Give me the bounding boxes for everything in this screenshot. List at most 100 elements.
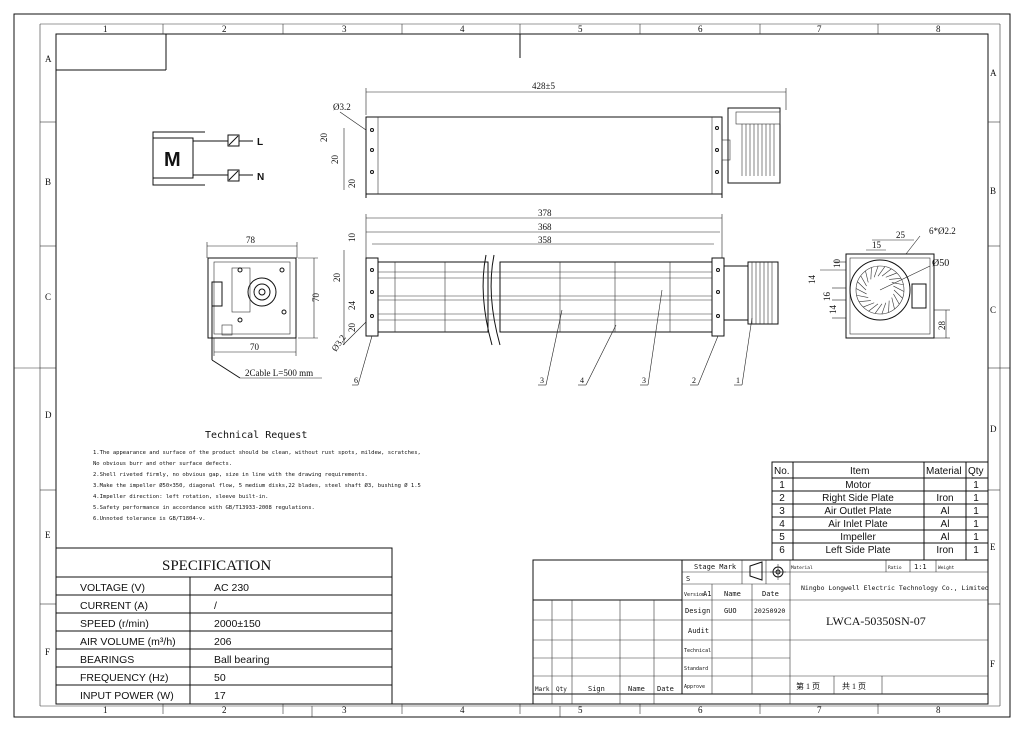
drawing-number: LWCA-50350SN-07 <box>826 614 926 628</box>
col-label: 4 <box>460 24 465 34</box>
impeller-blade <box>865 270 869 283</box>
dim-left: 10 <box>347 233 357 243</box>
col-label: 7 <box>817 24 822 34</box>
bom-cell: Right Side Plate <box>822 493 894 504</box>
spec-label: FREQUENCY (Hz) <box>80 672 168 684</box>
bom-header: Item <box>850 466 869 477</box>
hole-callout: Ø3.2 <box>333 102 351 112</box>
impeller-blade <box>873 265 879 278</box>
bom-header: No. <box>774 466 790 477</box>
impeller-blade <box>888 300 890 313</box>
row-label: D <box>45 410 52 420</box>
name-header: Name <box>724 590 741 598</box>
spec-value: AC 230 <box>214 582 249 594</box>
impeller-blade <box>874 303 883 314</box>
bom-header: Material <box>926 466 962 477</box>
material-label: Material <box>791 565 813 571</box>
col-label: 5 <box>578 24 583 34</box>
dim-side: 20 <box>330 155 340 165</box>
weight-label: Weight <box>938 565 955 571</box>
row-label: B <box>990 186 996 196</box>
row-label: C <box>990 305 996 315</box>
col-label: 5 <box>578 705 583 715</box>
spec-value: 206 <box>214 636 232 648</box>
date-header: Date <box>762 590 779 598</box>
inner-frame <box>55 33 989 705</box>
impeller-blade <box>858 300 871 302</box>
bom-cell: 1 <box>973 493 979 504</box>
impeller-blade <box>877 266 886 277</box>
holes-callout: 6*Ø2.2 <box>929 226 956 236</box>
callout-number: 1 <box>736 376 740 385</box>
spec-value: 2000±150 <box>214 618 261 630</box>
dim-overall-length: 428±5 <box>532 81 555 91</box>
sheet-number: 第 1 页 <box>796 681 820 691</box>
bom-cell: Impeller <box>840 532 876 543</box>
col-label: 2 <box>222 705 227 715</box>
callout-number: 4 <box>580 376 584 385</box>
row-label: F <box>990 659 995 669</box>
tech-line: 4.Impeller direction: left rotation, sle… <box>93 494 269 500</box>
version-label: Version <box>684 592 705 598</box>
dim-bottom-70: 70 <box>250 342 260 352</box>
designer: GUO <box>724 607 737 615</box>
rev-header: Date <box>657 685 674 693</box>
impeller-blade <box>855 288 867 295</box>
row-label: D <box>990 424 997 434</box>
spec-label: INPUT POWER (W) <box>80 690 174 702</box>
bom-cell: Left Side Plate <box>825 545 890 556</box>
col-label: 3 <box>342 705 347 715</box>
row-label: A <box>45 54 52 64</box>
spec-label: VOLTAGE (V) <box>80 582 145 594</box>
spec-title: SPECIFICATION <box>162 558 271 574</box>
col-label: 8 <box>936 24 941 34</box>
bom-header: Qty <box>968 466 984 477</box>
row-label: A <box>990 68 997 78</box>
dim-28: 28 <box>937 321 947 331</box>
ratio-value: 1:1 <box>914 563 927 571</box>
approve-label: Approve <box>684 684 705 690</box>
standard-label: Standard <box>684 666 708 672</box>
sheet-total: 共 1 页 <box>842 682 866 691</box>
impeller-blade <box>860 275 867 287</box>
audit-label: Audit <box>688 627 709 635</box>
impeller-blade <box>881 268 892 277</box>
callout-number: 3 <box>540 376 544 385</box>
bom-cell: Iron <box>936 493 953 504</box>
dim-left: 24 <box>347 301 357 311</box>
impeller-blade <box>885 272 897 278</box>
rev-header: Qty <box>556 686 567 693</box>
company-name: Ningbo Longwell Electric Technology Co.,… <box>801 584 989 592</box>
front-view: 378 368 358 10 20 24 20 Ø3.2 <box>329 208 779 386</box>
stage-mark-label: Stage Mark <box>694 563 737 571</box>
bom-cell: Iron <box>936 545 953 556</box>
outer-frame <box>13 13 1011 718</box>
dim-width-78: 78 <box>246 235 256 245</box>
spec-value: 50 <box>214 672 226 684</box>
spec-label: AIR VOLUME (m³/h) <box>80 636 176 648</box>
rev-header: Name <box>628 685 645 693</box>
dim-left: 20 <box>347 323 357 333</box>
dim-side: 20 <box>347 179 357 189</box>
col-label: 4 <box>460 705 465 715</box>
tech-line: 5.Safety performance in accordance with … <box>93 505 315 511</box>
dim-15: 15 <box>872 240 882 250</box>
col-label: 6 <box>698 24 703 34</box>
bom-cell: 1 <box>973 480 979 491</box>
col-label: 2 <box>222 24 227 34</box>
right-end-view: 25 15 6*Ø2.2 Ø50 10 14 16 14 28 <box>807 226 956 339</box>
spec-label: SPEED (r/min) <box>80 618 149 630</box>
rev-header: Mark <box>535 686 550 693</box>
impeller-blade <box>893 285 905 292</box>
impeller-blade <box>863 302 875 308</box>
spec-value: 17 <box>214 690 226 702</box>
impeller-blade <box>893 293 900 305</box>
dim-378: 378 <box>538 208 552 218</box>
bom-cell: 1 <box>973 506 979 517</box>
row-label: C <box>45 292 51 302</box>
col-label: 3 <box>342 24 347 34</box>
wiring-diagram: M L N <box>152 131 264 186</box>
bom-cell: Air Outlet Plate <box>824 506 892 517</box>
